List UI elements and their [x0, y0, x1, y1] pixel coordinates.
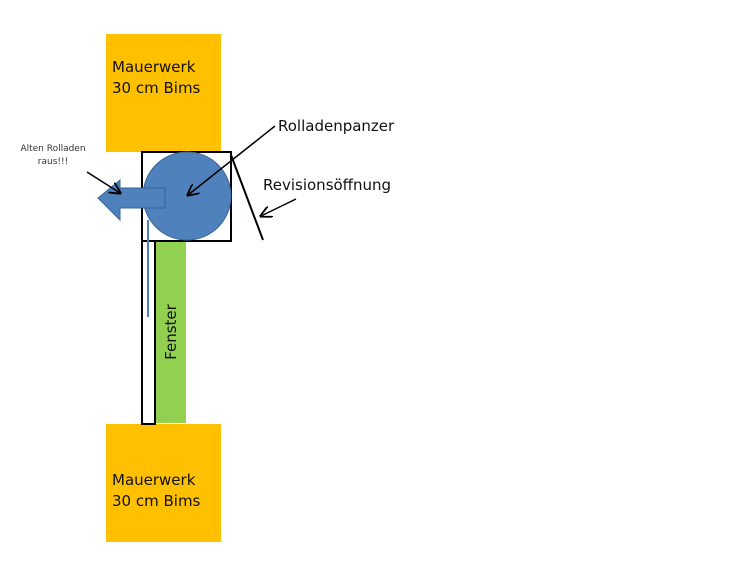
window-pane — [156, 241, 186, 423]
wall-bottom-line2: 30 cm Bims — [112, 492, 201, 510]
remove-label-line1: Alten Rolladen — [20, 144, 86, 154]
wall-bottom — [106, 424, 221, 542]
wall-bottom-label: Mauerwerk 30 cm Bims — [112, 470, 200, 512]
wall-top-line1: Mauerwerk — [112, 58, 196, 76]
revision-label: Revisionsöffnung — [263, 176, 392, 194]
remove-label: Alten Rolladen raus!!! — [8, 143, 98, 169]
wall-top-label: Mauerwerk 30 cm Bims — [112, 57, 200, 99]
wall-top-line2: 30 cm Bims — [112, 79, 201, 97]
revision-pointer-arrow — [261, 198, 297, 216]
remove-label-line2: raus!!! — [37, 157, 69, 167]
wall-top — [106, 34, 221, 152]
wall-bottom-line1: Mauerwerk — [112, 471, 196, 489]
revision-flap — [230, 154, 264, 241]
window-label: Fenster — [162, 304, 180, 360]
shutter-label: Rolladenpanzer — [278, 117, 395, 135]
shutter-pointer-arrow — [188, 125, 276, 195]
remove-pointer-arrow — [86, 171, 120, 193]
